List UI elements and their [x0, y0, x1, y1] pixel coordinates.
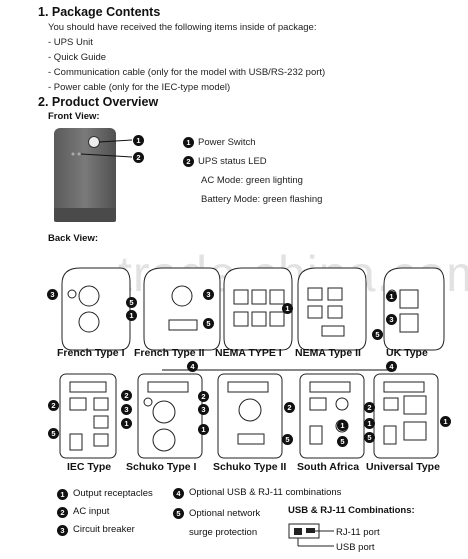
callout-number: 3 [198, 404, 209, 415]
callout-number: 1 [198, 424, 209, 435]
callout-number: 1 [133, 135, 144, 146]
front-ups-image [54, 128, 133, 222]
callout-number: 2 [284, 402, 295, 413]
callout-number: 5 [282, 434, 293, 445]
ups-status-led-label: UPS status LED [198, 156, 267, 167]
callout-number: 1 [337, 420, 348, 431]
package-item: - Communication cable (only for the mode… [48, 67, 326, 78]
callout-number: 1 [121, 418, 132, 429]
package-contents-heading: 1. Package Contents [38, 5, 161, 19]
package-item: - Quick Guide [48, 52, 107, 63]
combo-diagram [288, 523, 334, 547]
legend-optional-network: Optional network [189, 508, 261, 519]
package-item: - Power cable (only for the IEC-type mod… [48, 82, 231, 93]
model-label: South Africa [297, 461, 360, 473]
legend-number: 4 [173, 488, 184, 499]
callout-number: 2 [121, 390, 132, 401]
package-item: - UPS Unit [48, 37, 93, 48]
callout-number: 4 [187, 361, 198, 372]
back-view-row2 [59, 369, 439, 459]
combo-title: USB & RJ-11 Combinations: [288, 505, 415, 516]
callout-number: 3 [47, 289, 58, 300]
callout-number: 3 [121, 404, 132, 415]
callout-number: 5 [372, 329, 383, 340]
callout-number: 1 [364, 418, 375, 429]
model-label: Universal Type [366, 461, 440, 473]
callout-number: 5 [337, 436, 348, 447]
callout-number: 3 [386, 314, 397, 325]
callout-number: 4 [386, 361, 397, 372]
model-label: Schuko Type II [213, 461, 287, 473]
front-view-label: Front View: [48, 111, 100, 122]
callout-number: 5 [126, 297, 137, 308]
legend-usb-rj11: Optional USB & RJ-11 combinations [189, 487, 342, 498]
back-view-label: Back View: [48, 233, 98, 244]
callout-number: 2 [364, 402, 375, 413]
product-overview-heading: 2. Product Overview [38, 95, 159, 109]
package-intro: You should have received the following i… [48, 22, 317, 33]
model-label: Schuko Type I [126, 461, 197, 473]
callout-number: 2 [48, 400, 59, 411]
battery-mode-text: Battery Mode: green flashing [201, 194, 323, 205]
model-label: IEC Type [67, 461, 112, 473]
legend-circuit-breaker: Circuit breaker [73, 524, 135, 535]
power-switch-label: Power Switch [198, 137, 256, 148]
callout-number: 2 [183, 156, 194, 167]
callout-number: 1 [440, 416, 451, 427]
legend-number: 1 [57, 489, 68, 500]
model-label: NEMA Type II [295, 347, 361, 359]
back-view-row1 [61, 267, 445, 351]
model-label: French Type I [57, 347, 125, 359]
legend-output-receptacles: Output receptacles [73, 488, 153, 499]
callout-number: 2 [198, 391, 209, 402]
callout-number: 1 [126, 310, 137, 321]
model-label: NEMA TYPE I [215, 347, 282, 359]
legend-number: 5 [173, 508, 184, 519]
callout-number: 1 [183, 137, 194, 148]
model-label: UK Type [386, 347, 428, 359]
callout-number: 2 [133, 152, 144, 163]
legend-ac-input: AC input [73, 506, 110, 517]
model-label: French Type II [134, 347, 205, 359]
callout-number: 5 [203, 318, 214, 329]
legend-surge-protection: surge protection [189, 527, 258, 538]
ac-mode-text: AC Mode: green lighting [201, 175, 303, 186]
rj11-port-label: RJ-11 port [336, 527, 380, 538]
legend-number: 2 [57, 507, 68, 518]
callout-number: 1 [386, 291, 397, 302]
callout-number: 5 [48, 428, 59, 439]
legend-number: 3 [57, 525, 68, 536]
usb-port-label: USB port [336, 542, 375, 553]
callout-number: 5 [364, 432, 375, 443]
callout-number: 1 [282, 303, 293, 314]
callout-number: 3 [203, 289, 214, 300]
